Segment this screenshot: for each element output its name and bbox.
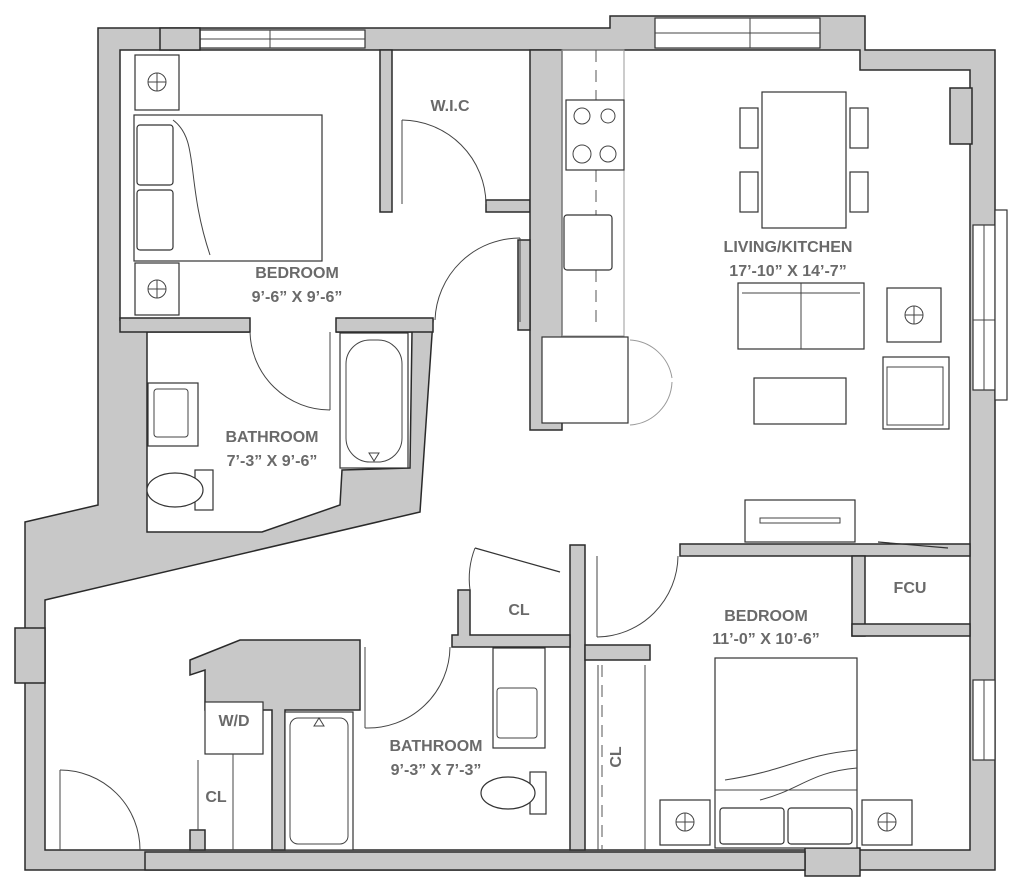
bathtub-1 xyxy=(339,332,409,469)
bathtub-2 xyxy=(284,711,354,851)
nightstand xyxy=(861,799,913,846)
kitchen-counter xyxy=(541,49,629,424)
room-label-fcu: FCU xyxy=(894,580,927,597)
bed-1 xyxy=(133,114,323,262)
room-label-closet-2: CL xyxy=(205,789,227,806)
room-size-bedroom-2: 11’-0” X 10’-6” xyxy=(712,631,820,648)
sink-1 xyxy=(147,382,199,447)
room-size-living: 17’-10” X 14’-7” xyxy=(729,263,846,280)
nightstand xyxy=(134,262,180,316)
armchair xyxy=(882,356,950,430)
bathroom-door-opening xyxy=(250,318,336,334)
washer-dryer xyxy=(204,701,264,755)
wall xyxy=(335,317,434,333)
coffee-table xyxy=(753,377,847,425)
column xyxy=(804,847,861,877)
nightstand xyxy=(134,54,180,111)
nightstand xyxy=(659,799,711,846)
column xyxy=(949,87,973,145)
column xyxy=(159,27,201,51)
room-size-bathroom-2: 9’-3” X 7’-3” xyxy=(391,762,482,779)
column xyxy=(14,627,46,684)
toilet-1 xyxy=(146,469,214,511)
doors[interactable] xyxy=(59,119,949,851)
room-label-closet-1: CL xyxy=(508,602,530,619)
room-label-closet-3: CL xyxy=(608,746,625,768)
tv-console xyxy=(744,499,856,543)
closet-shelf xyxy=(597,665,646,850)
sofa xyxy=(737,282,865,350)
toilet-2 xyxy=(480,771,547,815)
side-table xyxy=(886,287,942,343)
bed-2 xyxy=(714,657,858,849)
refrigerator xyxy=(541,336,629,424)
room-label-bathroom-1: BATHROOM xyxy=(225,429,318,446)
room-label-bedroom-1: BEDROOM xyxy=(255,265,339,282)
room-label-bedroom-2: BEDROOM xyxy=(724,608,808,625)
dining-table xyxy=(739,91,869,229)
windows xyxy=(199,17,1008,761)
room-label-laundry: W/D xyxy=(218,713,249,730)
room-size-bedroom-1: 9’-6” X 9’-6” xyxy=(252,289,343,306)
wall xyxy=(119,317,251,333)
room-label-wic: W.I.C xyxy=(430,98,470,115)
interior-walls xyxy=(144,49,971,871)
room-label-living: LIVING/KITCHEN xyxy=(724,239,853,256)
room-size-bathroom-1: 7’-3” X 9’-6” xyxy=(227,453,318,470)
sink-2 xyxy=(492,647,546,749)
room-label-bathroom-2: BATHROOM xyxy=(389,738,482,755)
